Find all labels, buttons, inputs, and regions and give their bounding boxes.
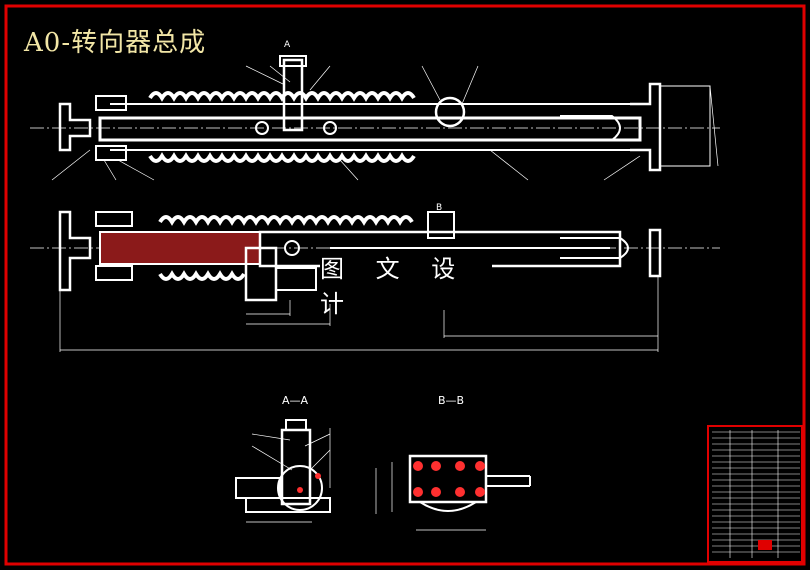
section-a-a (235, 419, 331, 523)
drawing-title: A0-转向器总成 (24, 28, 207, 58)
watermark-label: 图 文 设 计 (320, 255, 492, 318)
section-a-a-balloons (297, 473, 321, 493)
top-assembly-view (30, 55, 720, 181)
section-b-b-label: B—B (438, 394, 465, 407)
section-a-a-label: A—A (282, 394, 309, 407)
view-mark-a: A (284, 40, 291, 50)
sheet-border (4, 4, 806, 566)
section-b-b (375, 454, 531, 531)
title-block (707, 425, 803, 563)
view-mark-b: B (436, 203, 443, 213)
section-b-b-balloons (413, 461, 485, 497)
